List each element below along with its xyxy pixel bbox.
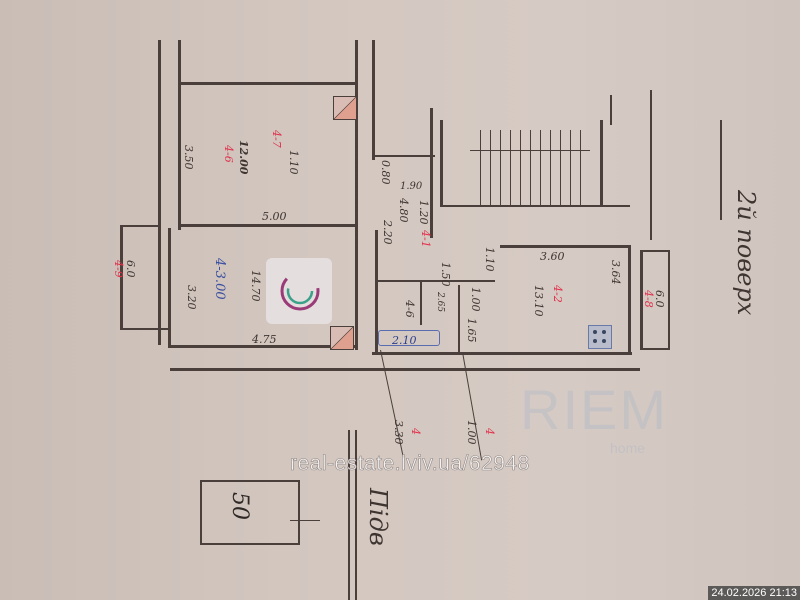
room-area-label: 14.70 [249,270,262,302]
balcony-index-label: 4-9 [112,260,125,278]
basement-label: Підв [364,488,392,546]
room-index-label: 4-6 [222,145,235,163]
bath-dim-label: 2.10 [392,334,417,347]
timestamp: 24.02.2026 21:13 [708,586,800,600]
room-width-label: 3.50 [182,145,195,170]
callout-value-label: 3.30 [392,420,405,445]
ventilation-shaft-icon [333,96,357,120]
kitchen-width-label: 3.64 [609,260,622,285]
corridor-dim-label: 1.90 [400,181,423,192]
bath-dim-label: 2.65 [435,292,445,313]
callout-marker: 4 [483,428,496,435]
balcony-index-label: 4-8 [642,290,655,308]
room-width-label: 3.20 [185,285,198,310]
room-index-label: 4-3.00 [212,258,227,300]
kitchen-index-label: 4-2 [551,285,564,303]
closet-area-label: 1.10 [287,150,300,175]
room-length-label: 5.00 [262,210,287,223]
shed-label: 50 [227,492,252,520]
corridor-dim-label: 0.80 [379,160,392,185]
corridor-dim-label: 1.20 [417,200,430,225]
balcony-area-label: 6.0 [124,260,137,278]
stove-icon [588,325,612,349]
ventilation-shaft-icon [330,326,354,350]
hall-index-label: 4-6 [403,300,416,318]
floor-label: 2й поверх [732,190,760,316]
bath-dim-label: 1.00 [469,287,482,312]
kitchen-area-label: 13.10 [532,285,545,317]
hall-dim-label: 1.10 [483,247,496,272]
corridor-index-label: 4-1 [419,230,432,248]
callout-value-label: 1.00 [465,420,478,445]
hall-dim-label: 1.50 [439,262,452,287]
logo-watermark-text: RIEM [520,378,668,441]
watermark: real-estate.lviv.ua/62948 [290,452,530,476]
room-area-label: 12.00 [237,140,250,175]
closet-index-label: 4-7 [270,130,283,148]
corridor-area-label: 4.80 [397,198,410,223]
callout-marker: 4 [409,428,422,435]
corridor-dim-label: 2.20 [381,220,394,245]
agency-logo [266,258,332,324]
room-length-label: 4.75 [252,333,277,346]
logo-watermark-subtext: home [610,440,646,456]
kitchen-length-label: 3.60 [540,250,565,263]
bathtub-icon [378,330,440,346]
bath-dim-label: 1.65 [465,318,478,343]
